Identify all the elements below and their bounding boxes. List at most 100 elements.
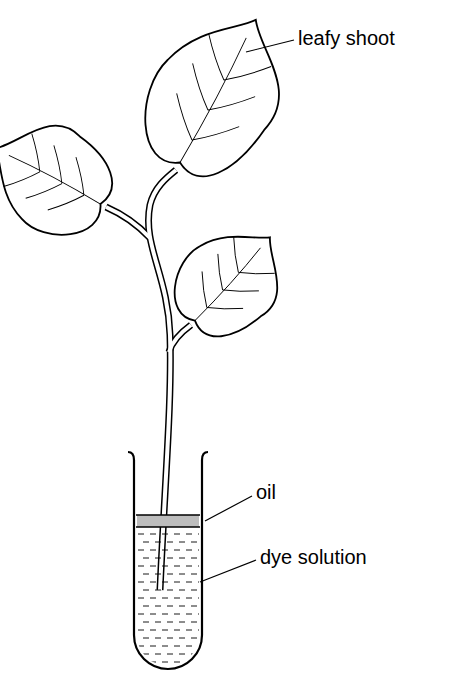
dye-dash [155,574,161,575]
dye-dash [167,606,173,607]
dye-dash [191,590,197,591]
dye-dash [150,566,156,567]
dye-dash [191,622,197,623]
leader-line [200,560,256,582]
dye-dash [174,598,180,599]
oil-top [136,514,200,516]
dye-dash [167,622,173,623]
dye-dash [162,550,168,551]
dye-dash [155,606,161,607]
leaf-blade [123,0,310,196]
dye-dash [174,566,180,567]
leaf-blade [0,102,128,252]
test-tube [128,452,208,670]
dye-dash [162,614,168,615]
dye-dash [186,582,192,583]
leaf-veins [174,229,281,339]
leaf [156,205,305,356]
dye-dash [155,670,161,671]
dye-dash [167,574,173,575]
dye-dash [186,646,192,647]
dye-dash [162,566,168,567]
dye-dash [186,630,192,631]
dye-dash [198,662,204,663]
dye-dash [155,542,161,543]
dye-dash [138,662,144,663]
dye-dash [179,622,185,623]
dye-dash [162,582,168,583]
dye-dash [138,630,144,631]
dye-dash [162,598,168,599]
leafy-shoot [0,0,310,590]
dye-dash [174,614,180,615]
dye-dash [179,654,185,655]
dye-dash [150,646,156,647]
dye-dash [150,582,156,583]
dye-dash [138,582,144,583]
dye-dash [179,606,185,607]
part-label: dye solution [260,545,367,569]
dye-dash [138,646,144,647]
dye-dash [150,550,156,551]
dye-dash [167,542,173,543]
tube-wall [128,452,208,669]
dye-dash [138,550,144,551]
dye-dash [143,670,149,671]
dye-dash [167,558,173,559]
dye-dash [150,662,156,663]
dye-dash [138,614,144,615]
dye-dash [191,670,197,671]
dye-dash [174,534,180,535]
part-label: leafy shoot [298,26,395,50]
dye-dash [167,638,173,639]
dye-dash [191,638,197,639]
leader-line [205,496,252,521]
dye-dash [143,558,149,559]
dye-dash [174,646,180,647]
dye-dash [150,534,156,535]
dye-dash [174,550,180,551]
oil-bottom [136,526,200,528]
dye-dash [179,638,185,639]
stem-core [106,207,150,238]
dye-dash [191,558,197,559]
dye-dash [191,574,197,575]
dye-dash [143,542,149,543]
dye-dash [174,582,180,583]
dye-dash [143,606,149,607]
dye-dash [150,614,156,615]
dye-dash [186,566,192,567]
leader-line [246,40,294,52]
dye-dash [162,534,168,535]
dye-dash [167,654,173,655]
leaf-veins [0,129,115,231]
dye-dash [191,606,197,607]
leader-lines [200,40,294,582]
dye-dash [186,534,192,535]
dye-dash [186,550,192,551]
leaf [0,102,128,252]
dye-dash [179,670,185,671]
dye-solution [138,534,204,670]
dye-dash [138,598,144,599]
dye-dash [150,630,156,631]
dye-dash [179,542,185,543]
dye-dash [143,638,149,639]
dye-dash [150,598,156,599]
dye-dash [143,654,149,655]
dye-dash [143,622,149,623]
stem [169,325,191,352]
leaf [123,0,310,196]
dye-dash [143,574,149,575]
dye-dash [162,646,168,647]
dye-dash [174,662,180,663]
dye-dash [155,638,161,639]
dye-dash [179,590,185,591]
dye-dash [155,558,161,559]
dye-dash [186,598,192,599]
dye-dash [155,590,161,591]
dye-dash [167,590,173,591]
dye-dash [179,574,185,575]
